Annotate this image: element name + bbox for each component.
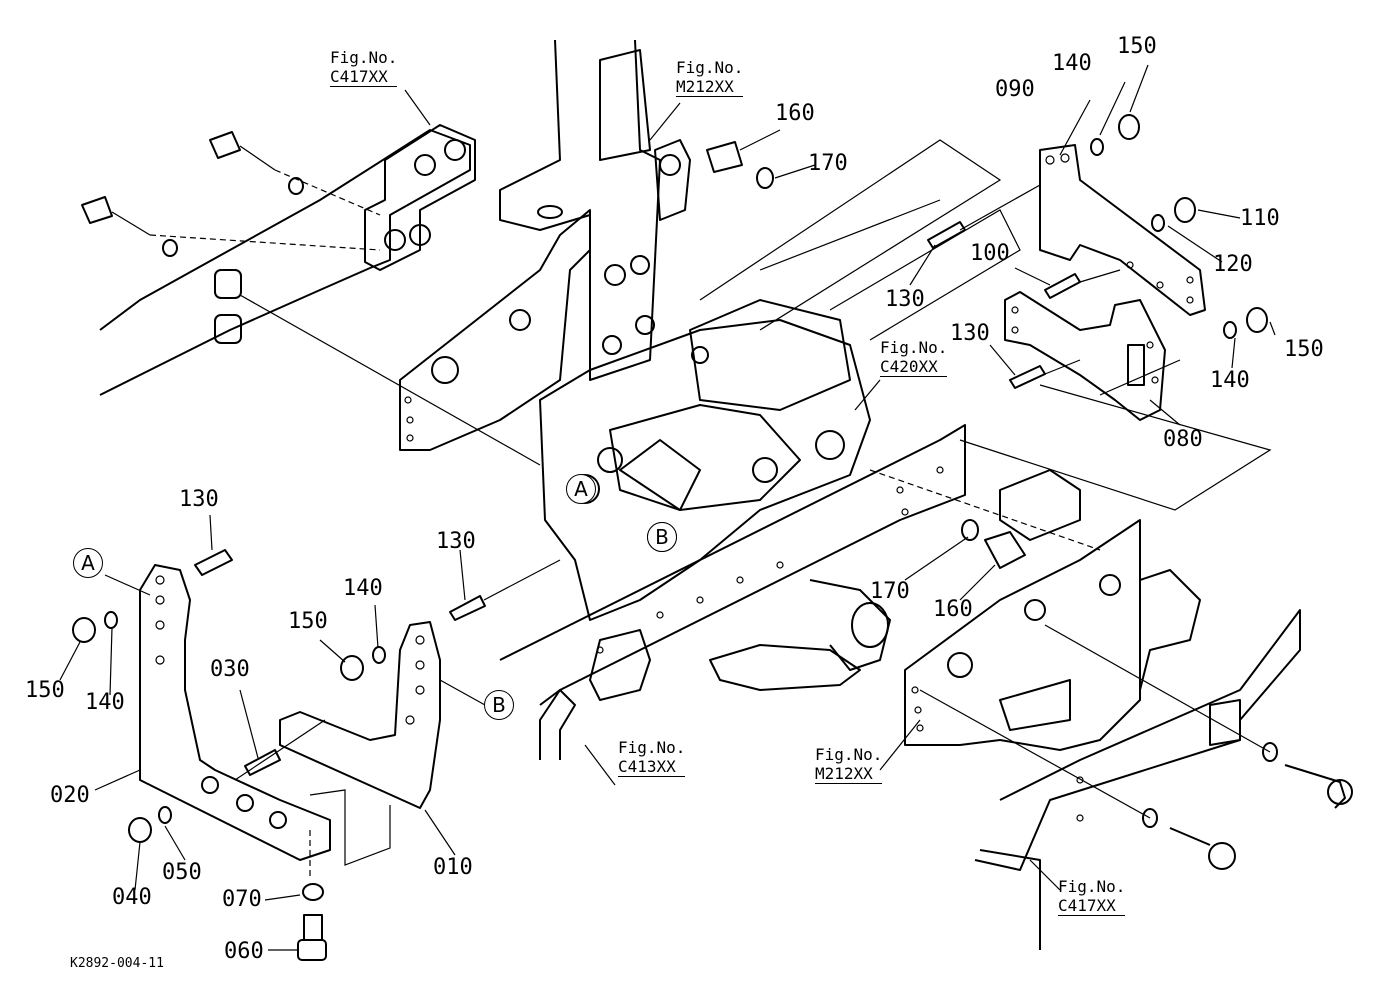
bracket-080 bbox=[1004, 291, 1166, 421]
part-label-150-left: 150 bbox=[25, 678, 65, 703]
part-label-130-upper: 130 bbox=[885, 287, 925, 312]
fig-ref-m212-bottom: Fig.No. M212XX bbox=[815, 745, 883, 784]
bracket-090 bbox=[1039, 144, 1206, 316]
part-label-130-center: 130 bbox=[436, 529, 476, 554]
marker-b-center: B bbox=[647, 522, 677, 552]
part-label-170-bottom: 170 bbox=[870, 579, 910, 604]
part-label-050: 050 bbox=[162, 860, 202, 885]
fig-ref-prefix: Fig.No. bbox=[618, 738, 686, 757]
upper-right-fasteners bbox=[699, 114, 1272, 569]
part-label-130-left: 130 bbox=[179, 487, 219, 512]
fig-ref-c417-top: Fig.No. C417XX bbox=[330, 48, 398, 87]
leader-lines bbox=[59, 64, 1276, 951]
vertical-upper-plate bbox=[499, 39, 691, 381]
part-label-130-right: 130 bbox=[950, 321, 990, 346]
part-label-070: 070 bbox=[222, 887, 262, 912]
marker-a-center: A bbox=[566, 474, 596, 504]
fig-ref-prefix: Fig.No. bbox=[880, 338, 948, 357]
drawing-code: K2892-004-11 bbox=[70, 956, 164, 971]
main-frame-rail bbox=[499, 424, 1101, 760]
part-label-030: 030 bbox=[210, 657, 250, 682]
center-left-plate bbox=[399, 209, 591, 451]
part-label-080: 080 bbox=[1163, 427, 1203, 452]
upper-left-frame bbox=[99, 124, 476, 396]
fig-ref-code: M212XX bbox=[676, 77, 744, 97]
marker-b-left: B bbox=[484, 690, 514, 720]
fig-ref-prefix: Fig.No. bbox=[676, 58, 744, 77]
part-label-140-left: 140 bbox=[343, 576, 383, 601]
fig-ref-code: C417XX bbox=[1058, 896, 1126, 916]
fig-ref-c417-bottom: Fig.No. C417XX bbox=[1058, 877, 1126, 916]
marker-a-left: A bbox=[73, 548, 103, 578]
lower-right-frame bbox=[904, 469, 1301, 950]
part-label-020: 020 bbox=[50, 783, 90, 808]
fig-ref-prefix: Fig.No. bbox=[815, 745, 883, 764]
part-label-150-right: 150 bbox=[1284, 337, 1324, 362]
part-label-140-right: 140 bbox=[1210, 368, 1250, 393]
part-label-160-top: 160 bbox=[775, 101, 815, 126]
fig-ref-code: C420XX bbox=[880, 357, 948, 377]
fig-ref-prefix: Fig.No. bbox=[330, 48, 398, 67]
fig-ref-code: C413XX bbox=[618, 757, 686, 777]
part-label-100: 100 bbox=[970, 241, 1010, 266]
fig-ref-code: M212XX bbox=[815, 764, 883, 784]
part-label-010: 010 bbox=[433, 855, 473, 880]
part-label-140-top: 140 bbox=[1052, 51, 1092, 76]
fig-ref-m212-top: Fig.No. M212XX bbox=[676, 58, 744, 97]
part-label-160-bottom: 160 bbox=[933, 597, 973, 622]
part-label-150-top: 150 bbox=[1117, 34, 1157, 59]
fig-ref-code: C417XX bbox=[330, 67, 398, 87]
part-label-140-bottom-left: 140 bbox=[85, 690, 125, 715]
part-label-090: 090 bbox=[995, 77, 1035, 102]
lower-right-bolts bbox=[919, 624, 1353, 870]
part-label-170-top: 170 bbox=[808, 151, 848, 176]
part-label-150-center: 150 bbox=[288, 609, 328, 634]
lower-left-bracket-assembly bbox=[72, 549, 561, 961]
part-label-110: 110 bbox=[1240, 206, 1280, 231]
part-label-040: 040 bbox=[112, 885, 152, 910]
upper-left-bolts bbox=[81, 131, 541, 466]
fig-ref-c420: Fig.No. C420XX bbox=[880, 338, 948, 377]
fig-ref-c413: Fig.No. C413XX bbox=[618, 738, 686, 777]
part-label-060: 060 bbox=[224, 939, 264, 964]
fig-ref-prefix: Fig.No. bbox=[1058, 877, 1126, 896]
part-label-120: 120 bbox=[1213, 252, 1253, 277]
